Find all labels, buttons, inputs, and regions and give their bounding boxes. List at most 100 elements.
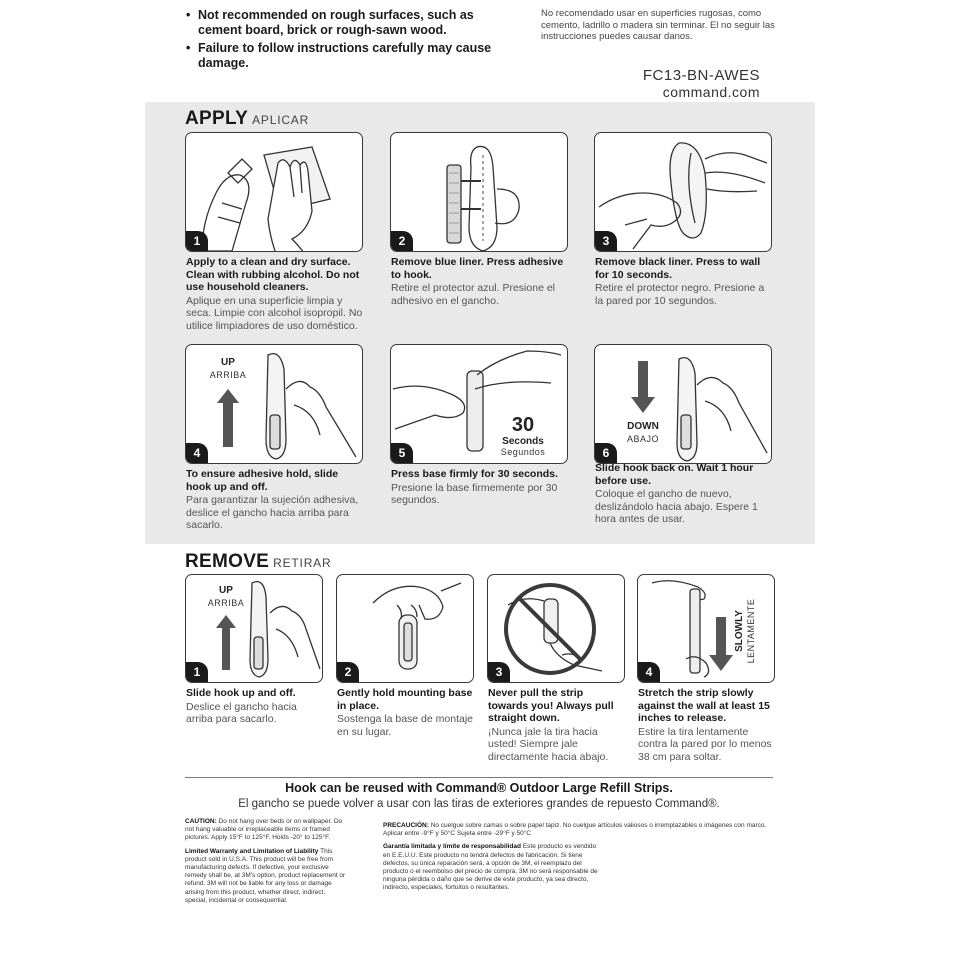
- apply-step-4-illustration: UP ARRIBA 4: [185, 344, 363, 464]
- warranty-paragraph: Limited Warranty and Limitation of Liabi…: [185, 848, 347, 905]
- slide-down-drawing: DOWN ABAJO: [627, 356, 768, 462]
- caption-english: Slide hook up and off.: [186, 687, 296, 699]
- remove-step-1-caption: Slide hook up and off. Deslice el gancho…: [186, 687, 324, 726]
- caption-english: To ensure adhesive hold, slide hook up a…: [186, 468, 339, 493]
- arriba-label: ARRIBA: [208, 598, 245, 608]
- caption-english: Gently hold mounting base in place.: [337, 687, 473, 712]
- warranty-heading: Limited Warranty and Limitation of Liabi…: [185, 847, 319, 855]
- apply-step-2-illustration: 2: [390, 132, 568, 252]
- precaucion-heading: PRECAUCIÓN:: [383, 822, 429, 829]
- apply-step-4-caption: To ensure adhesive hold, slide hook up a…: [186, 468, 364, 532]
- caption-spanish: Coloque el gancho de nuevo, deslizándolo…: [595, 488, 758, 525]
- precaucion-text: No cuelgue sobre camas o sobre papel tap…: [383, 822, 767, 838]
- caption-spanish: Estire la tira lentamente contra la pare…: [638, 725, 772, 763]
- remove-step-4-caption: Stretch the strip slowly against the wal…: [638, 687, 776, 763]
- step-number: 1: [186, 231, 208, 251]
- remove-step-2-illustration: 2: [336, 574, 474, 683]
- caption-english: Slide hook back on. Wait 1 hour before u…: [595, 462, 754, 487]
- apply-step-2-caption: Remove blue liner. Press adhesive to hoo…: [391, 256, 569, 307]
- divider: [185, 777, 773, 778]
- remove-step-3-illustration: 3: [487, 574, 625, 683]
- step-number: 4: [638, 662, 660, 682]
- garantia-heading: Garantía limitada y límite de responsabi…: [383, 843, 521, 851]
- up-label: UP: [219, 585, 233, 596]
- lentamente-label: LENTAMENTE: [746, 599, 756, 664]
- apply-step-3-illustration: 3: [594, 132, 772, 252]
- press-to-wall-drawing: [598, 142, 768, 250]
- apply-step-3-caption: Remove black liner. Press to wall for 10…: [595, 256, 773, 307]
- caption-english: Remove blue liner. Press adhesive to hoo…: [391, 256, 564, 281]
- warning-item: Failure to follow instructions carefully…: [186, 41, 516, 70]
- fine-print-english: CAUTION: Do not hang over beds or on wal…: [185, 818, 347, 910]
- remove-step-2-caption: Gently hold mounting base in place. Sost…: [337, 687, 475, 738]
- arriba-label: ARRIBA: [210, 370, 247, 380]
- up-label: UP: [221, 357, 235, 368]
- reuse-note-spanish: El gancho se puede volver a usar con las…: [238, 798, 720, 810]
- step-number: 5: [391, 443, 413, 463]
- warranty-text: This product sold in U.S.A. This product…: [185, 847, 346, 904]
- apply-subtitle: APLICAR: [252, 113, 310, 127]
- slowly-label: SLOWLY: [734, 610, 745, 652]
- caption-english: Stretch the strip slowly against the wal…: [638, 687, 770, 724]
- caption-spanish: Retire el protector azul. Presione el ad…: [391, 282, 555, 307]
- step-number: 2: [337, 662, 359, 682]
- apply-step-1-illustration: 1: [185, 132, 363, 252]
- hold-base-drawing: [372, 582, 462, 670]
- apply-step-1-caption: Apply to a clean and dry surface. Clean …: [186, 256, 364, 332]
- apply-title: APPLY: [185, 108, 249, 129]
- caption-spanish: Presione la base firmemente por 30 segun…: [391, 481, 558, 507]
- garantia-paragraph: Garantía limitada y límite de responsabi…: [383, 843, 599, 892]
- stretch-strip-drawing: SLOWLY LENTAMENTE: [651, 580, 756, 678]
- caption-english: Apply to a clean and dry surface. Clean …: [186, 256, 360, 293]
- step-number: 1: [186, 662, 208, 682]
- remove-subtitle: RETIRAR: [273, 556, 332, 570]
- website: command.com: [662, 84, 760, 100]
- caption-english: Never pull the strip towards you! Always…: [488, 687, 614, 724]
- hook-and-strip-drawing: [446, 145, 520, 251]
- caption-spanish: Deslice el gancho hacia arriba para saca…: [186, 700, 297, 726]
- never-pull-towards-drawing: [504, 583, 603, 675]
- apply-step-6-illustration: DOWN ABAJO 6: [594, 344, 772, 464]
- remove-step-1-illustration: UP ARRIBA 1: [185, 574, 323, 683]
- down-label: DOWN: [627, 421, 659, 432]
- warnings-spanish: No recomendado usar en superficies rugos…: [541, 8, 775, 42]
- step-number: 6: [595, 443, 617, 463]
- step-number: 4: [186, 443, 208, 463]
- caption-english: Remove black liner. Press to wall for 10…: [595, 256, 761, 281]
- segundos-label: Segundos: [501, 447, 546, 457]
- warning-item: Not recommended on rough surfaces, such …: [186, 8, 516, 37]
- caption-spanish: Para garantizar la sujeción adhesiva, de…: [186, 494, 359, 531]
- garantia-text: Este producto es vendido en E.E.U.U. Est…: [383, 843, 598, 892]
- remove-title: REMOVE: [185, 551, 270, 572]
- thirty-label: 30: [512, 414, 534, 436]
- caption-spanish: Aplique en una superficie limpia y seca.…: [186, 294, 363, 332]
- caution-text: Do not hang over beds or on wallpaper. D…: [185, 818, 343, 842]
- remove-step-3-caption: Never pull the strip towards you! Always…: [488, 687, 626, 763]
- caption-english: Press base firmly for 30 seconds.: [391, 468, 558, 480]
- apply-step-5-caption: Press base firmly for 30 seconds. Presio…: [391, 468, 569, 507]
- press-base-drawing: 30 Seconds Segundos: [392, 350, 562, 457]
- caption-spanish: Retire el protector negro. Presione a la…: [595, 282, 765, 307]
- step-number: 3: [595, 231, 617, 251]
- step-number: 2: [391, 231, 413, 251]
- apply-step-6-caption: Slide hook back on. Wait 1 hour before u…: [595, 462, 773, 526]
- step-number: 3: [488, 662, 510, 682]
- caution-paragraph: CAUTION: Do not hang over beds or on wal…: [185, 818, 347, 843]
- seconds-label: Seconds: [502, 436, 544, 447]
- prohibited-icon: [504, 583, 596, 675]
- caption-spanish: ¡Nunca jale la tira hacia usted! Siempre…: [488, 725, 609, 763]
- apply-step-5-illustration: 30 Seconds Segundos 5: [390, 344, 568, 464]
- slide-up-drawing: UP ARRIBA: [208, 580, 321, 678]
- bottle-and-cloth-drawing: [201, 146, 331, 251]
- precaucion-paragraph: PRECAUCIÓN: No cuelgue sobre camas o sob…: [383, 822, 773, 838]
- product-code: FC13-BN-AWES: [642, 67, 760, 84]
- slide-up-drawing: UP ARRIBA: [210, 352, 357, 460]
- fine-print-spanish: PRECAUCIÓN: No cuelgue sobre camas o sob…: [383, 822, 773, 898]
- abajo-label: ABAJO: [627, 434, 659, 444]
- warnings-english: Not recommended on rough surfaces, such …: [186, 8, 516, 74]
- caution-heading: CAUTION:: [185, 818, 217, 825]
- product-code-block: FC13-BN-AWES command.com: [600, 67, 760, 101]
- caption-spanish: Sostenga la base de montaje en su lugar.: [337, 713, 474, 738]
